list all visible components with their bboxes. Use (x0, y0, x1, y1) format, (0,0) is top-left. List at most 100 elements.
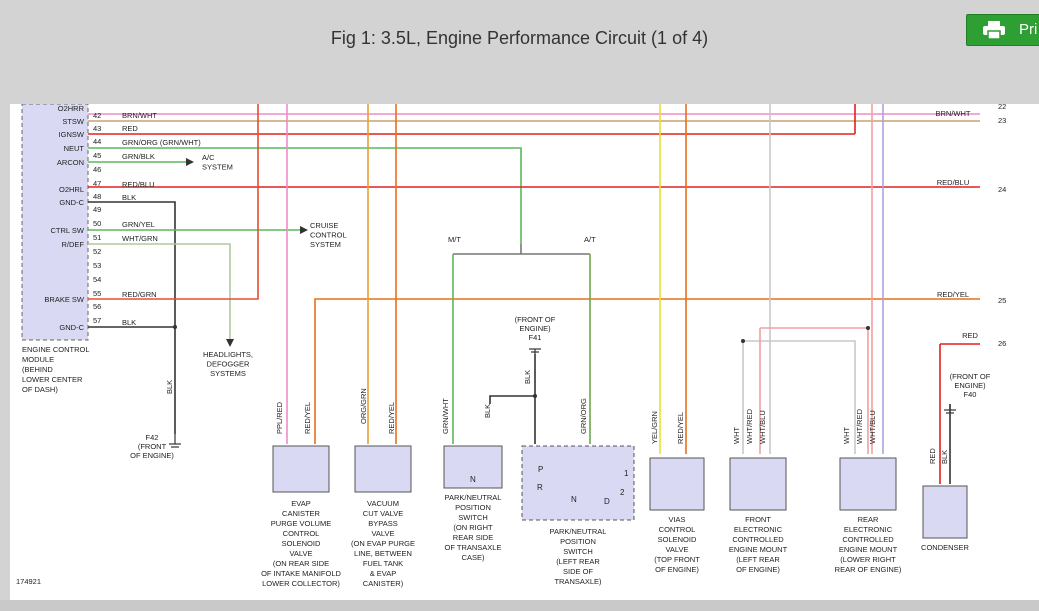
right-wire-label: BRN/WHT (936, 109, 971, 118)
ecm-pin-name: IGNSW (59, 130, 85, 139)
ecm-pin-name: O2HRR (58, 104, 85, 113)
ground-f41-label: F41 (529, 333, 542, 342)
right-wire-label: RED (962, 331, 978, 340)
ecm-pin-name: GND-C (59, 198, 84, 207)
switch-position-letter: D (604, 497, 610, 506)
ecm-pin-number: 57 (93, 316, 101, 325)
vertical-wire-label: WHT/BLU (868, 410, 877, 444)
switch-position-letter: R (537, 483, 543, 492)
component-caption: CANISTER (282, 509, 321, 518)
ecm-wire-label: GRN/YEL (122, 220, 155, 229)
component-caption: BYPASS (368, 519, 397, 528)
ecm-pin-number: 49 (93, 205, 101, 214)
vertical-wire-label: WHT (842, 427, 851, 444)
component-caption: CONTROLLED (842, 535, 894, 544)
page-title: Fig 1: 3.5L, Engine Performance Circuit … (330, 28, 709, 48)
ecm-pin-name: GND-C (59, 323, 84, 332)
switch-position-letter: 1 (624, 469, 629, 478)
component-caption: SOLENOID (658, 535, 697, 544)
component-caption: REAR (858, 515, 879, 524)
ecm-pin-name: STSW (62, 117, 85, 126)
component-caption: LINE, BETWEEN (354, 549, 412, 558)
vertical-wire-label: WHT/BLU (758, 410, 767, 444)
vertical-wire-label: PPL/RED (275, 401, 284, 434)
component-caption: CASE) (462, 553, 485, 562)
component-caption: EVAP (291, 499, 310, 508)
circuit-svg: O2HRR42STSW43IGNSW44NEUT45ARCON4647O2HRL… (16, 104, 1006, 588)
figure-number: 174921 (16, 577, 41, 586)
connector-number: 24 (998, 185, 1006, 194)
vertical-wire-label: RED/YEL (387, 402, 396, 434)
vertical-wire-label: GRN/ORG (579, 398, 588, 434)
component-caption: OF ENGINE) (736, 565, 780, 574)
ecm-wire-label: BLK (122, 318, 136, 327)
vertical-wire-label: BLK (165, 380, 174, 394)
connector-number: 26 (998, 339, 1006, 348)
ecm-caption: OF DASH) (22, 385, 58, 394)
ground-f40-label: ENGINE) (954, 381, 986, 390)
at-label: A/T (584, 235, 596, 244)
ecm-caption: MODULE (22, 355, 54, 364)
component-caption: OF TRANSAXLE (445, 543, 502, 552)
ground-f40-label: (FRONT OF (950, 372, 991, 381)
ecm-wire-label: GRN/ORG (GRN/WHT) (122, 138, 201, 147)
vertical-wire-label: RED/YEL (676, 412, 685, 444)
vertical-wire-label: RED/YEL (303, 402, 312, 434)
vertical-wire-label: GRN/WHT (441, 398, 450, 434)
component-caption: OF INTAKE MANIFOLD (261, 569, 341, 578)
evap-purge-valve (272, 445, 330, 493)
vertical-wire-label: BLK (523, 370, 532, 384)
ecm-pin-number: 50 (93, 219, 101, 228)
cruise-system-label: CONTROL (310, 231, 347, 240)
component-caption: POSITION (560, 537, 596, 546)
right-wire-label: RED/BLU (937, 178, 970, 187)
component-caption: (LEFT REAR (736, 555, 780, 564)
vertical-wire-label: WHT/RED (855, 408, 864, 444)
ecm-pin-number: 45 (93, 151, 101, 160)
connector-number: 25 (998, 296, 1006, 305)
ecm-wire-label: RED (122, 124, 138, 133)
component-caption: CUT VALVE (363, 509, 403, 518)
switch-position-letter: N (470, 475, 476, 484)
ac-system-label: SYSTEM (202, 163, 233, 172)
ecm-module (21, 104, 89, 341)
component-caption: REAR SIDE (453, 533, 493, 542)
vias-valve (649, 457, 705, 511)
component-caption: CONTROL (283, 529, 320, 538)
footer-bar (0, 600, 1039, 611)
component-caption: POSITION (455, 503, 491, 512)
vertical-wire-label: WHT (732, 427, 741, 444)
ecm-caption: ENGINE CONTROL (22, 345, 90, 354)
print-button[interactable]: Pri (966, 14, 1039, 46)
header-bar: Fig 1: 3.5L, Engine Performance Circuit … (0, 0, 1039, 78)
ecm-pin-number: 42 (93, 111, 101, 120)
ecm-pin-name: NEUT (64, 144, 85, 153)
component-caption: PARK/NEUTRAL (445, 493, 502, 502)
ecm-pin-name: ARCON (57, 158, 84, 167)
condenser (922, 485, 968, 539)
printer-icon (983, 21, 1005, 39)
component-caption: ELECTRONIC (844, 525, 893, 534)
ecm-pin-number: 43 (93, 124, 101, 133)
component-caption: CONTROLLED (732, 535, 784, 544)
headlights-system-label: SYSTEMS (210, 369, 246, 378)
ecm-pin-number: 51 (93, 233, 101, 242)
pn-switch-at (521, 445, 635, 521)
switch-position-letter: 2 (620, 488, 625, 497)
component-caption: VALVE (665, 545, 688, 554)
component-caption: VALVE (289, 549, 312, 558)
component-caption: CONTROL (659, 525, 696, 534)
component-caption: PARK/NEUTRAL (550, 527, 607, 536)
ecm-pin-number: 44 (93, 137, 101, 146)
ecm-wire-label: WHT/GRN (122, 234, 158, 243)
component-caption: SIDE OF (563, 567, 593, 576)
ecm-pin-number: 56 (93, 302, 101, 311)
print-label: Pri (1019, 21, 1038, 38)
vertical-wire-label: WHT/RED (745, 408, 754, 444)
ecm-pin-number: 55 (93, 289, 101, 298)
front-engine-mount (729, 457, 787, 511)
ecm-pin-number: 47 (93, 179, 101, 188)
ecm-pin-name: BRAKE SW (44, 295, 85, 304)
headlights-system-label: HEADLIGHTS, (203, 350, 253, 359)
vertical-wire-label: BLK (483, 404, 492, 418)
